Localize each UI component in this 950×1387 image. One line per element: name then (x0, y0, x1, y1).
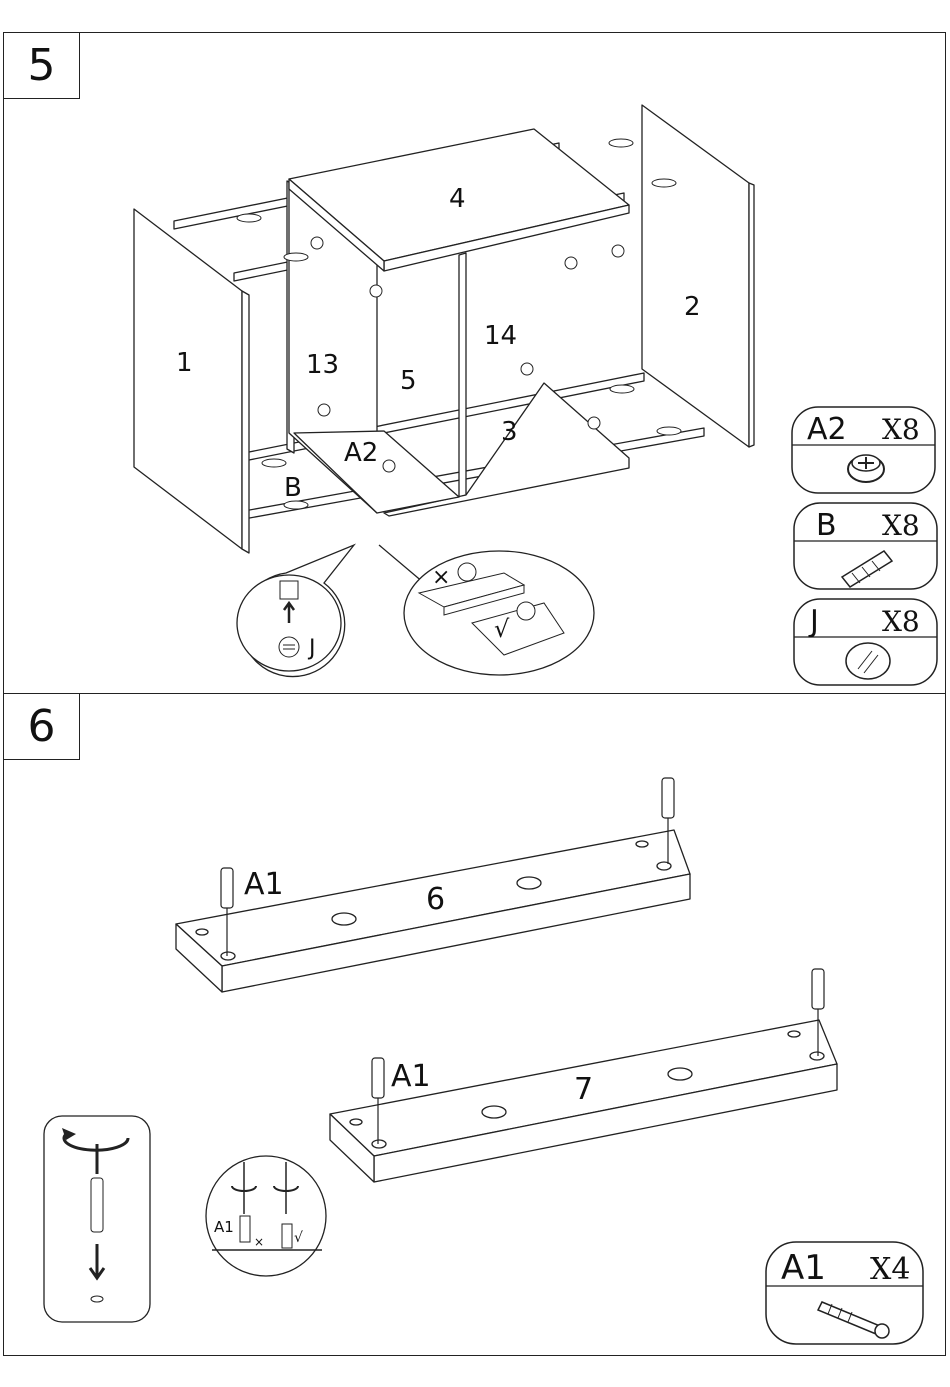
detail-bubble-cam-orientation: × √ (379, 545, 594, 675)
cam-lock-icon (848, 455, 884, 482)
detail-circle-depth: A1 × √ (206, 1156, 326, 1276)
step-5-panel: 5 (3, 32, 946, 694)
hardware-code: A1 (781, 1248, 826, 1288)
wrong-mark: × (432, 565, 450, 590)
part-7-label: 7 (574, 1072, 593, 1107)
hardware-box-a1: A1 X4 (766, 1242, 923, 1344)
hardware-box-a2: A2 X8 (792, 407, 935, 493)
part-13-label: 13 (306, 350, 339, 380)
hardware-code: A2 (807, 412, 847, 447)
hardware-code: J (808, 604, 819, 639)
detail-card-screwing (44, 1116, 150, 1322)
right-mark: √ (494, 615, 510, 643)
part-14-label: 14 (484, 321, 517, 351)
part-4-label: 4 (449, 184, 466, 214)
depth-right-mark: √ (294, 1230, 303, 1246)
callout-a1-top: A1 (244, 867, 284, 902)
part-3-label: 3 (501, 417, 518, 447)
hardware-qty: X4 (870, 1252, 910, 1287)
part-6-label: 6 (426, 882, 445, 917)
part-5-label: 5 (400, 366, 417, 396)
depth-wrong-mark: × (254, 1235, 264, 1249)
hardware-qty: X8 (882, 605, 920, 638)
callout-b: B (284, 473, 302, 503)
hardware-box-b: B X8 (794, 503, 937, 589)
hardware-qty: X8 (882, 509, 920, 542)
panel-1 (134, 209, 242, 549)
part-1-label: 1 (176, 348, 193, 378)
hardware-box-j: J X8 (794, 599, 937, 685)
part-2-label: 2 (684, 292, 701, 322)
detail-bubble-felt-pad: J (237, 545, 354, 677)
callout-a1-bottom: A1 (391, 1059, 431, 1094)
panel-2 (642, 105, 749, 447)
felt-pad-icon (846, 643, 890, 679)
step-6-panel: 6 (3, 693, 946, 1356)
hardware-code: B (816, 508, 837, 543)
hardware-qty: X8 (882, 413, 920, 446)
callout-a2: A2 (344, 438, 378, 468)
depth-a1-label: A1 (214, 1218, 234, 1236)
step-6-illustration: 6 7 A1 A1 A1 × √ (4, 694, 947, 1357)
step-5-illustration: 1 2 3 4 5 13 14 A2 B J × (4, 33, 947, 695)
felt-pad-label-j: J (307, 636, 316, 661)
